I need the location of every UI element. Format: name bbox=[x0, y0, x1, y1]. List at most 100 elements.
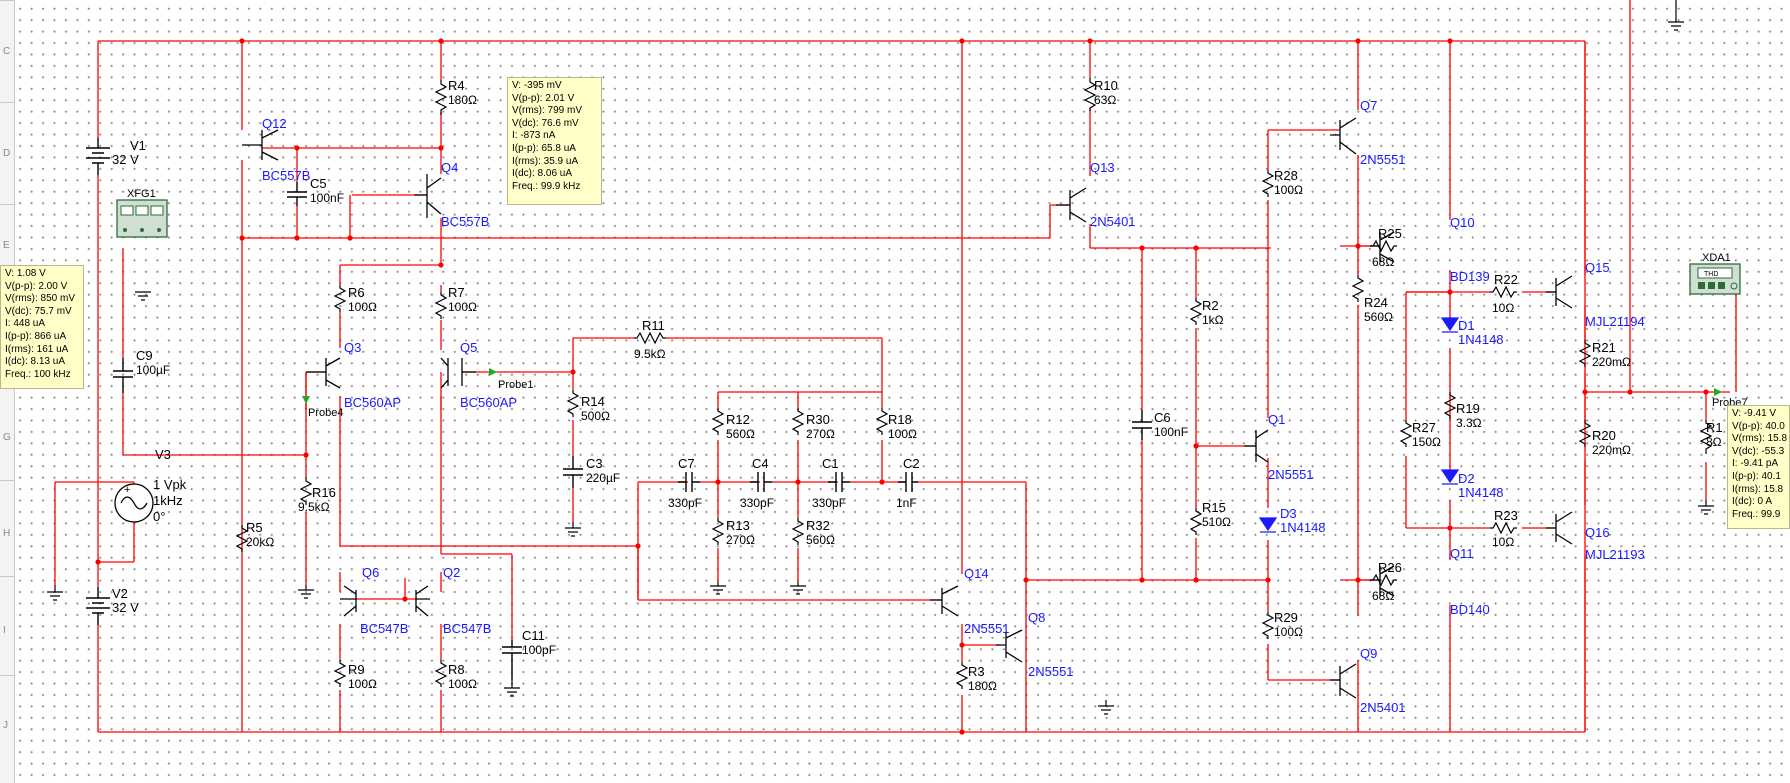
q13-name: Q13 bbox=[1090, 160, 1115, 175]
r9-name: R9 bbox=[348, 662, 365, 677]
xfg1-label: XFG1 bbox=[127, 188, 156, 200]
v2-name: V2 bbox=[112, 586, 128, 601]
r12-name: R12 bbox=[726, 412, 750, 427]
q10-name: Q10 bbox=[1450, 215, 1475, 230]
ruler-label: G bbox=[3, 432, 11, 443]
q3-model: BC560AP bbox=[344, 395, 401, 410]
probe-line: I: -873 nA bbox=[512, 130, 556, 142]
component-labels: V1 32 V V2 32 V 1 Vpk 1kHz 0° V3 XFG1 XD… bbox=[112, 78, 1747, 715]
probe-line: I(rms): 35.9 uA bbox=[512, 155, 579, 167]
v2-value: 32 V bbox=[112, 600, 139, 615]
r23-value: 10Ω bbox=[1492, 535, 1514, 549]
q7-name: Q7 bbox=[1360, 98, 1377, 113]
probe-line: I(p-p): 65.8 uA bbox=[512, 142, 576, 154]
r27-name: R27 bbox=[1412, 420, 1436, 435]
c3-name: C3 bbox=[586, 456, 603, 471]
ruler-label: D bbox=[3, 148, 11, 159]
probe-line: V(rms): 799 mV bbox=[512, 105, 583, 117]
r28-value: 100Ω bbox=[1274, 183, 1303, 197]
r8-name: R8 bbox=[448, 662, 465, 677]
probe-line: I(dc): 8.13 uA bbox=[5, 356, 66, 368]
c11-value: 100pF bbox=[522, 643, 556, 657]
r26-value: 68Ω bbox=[1372, 589, 1394, 603]
q14-model: 2N5551 bbox=[964, 621, 1010, 636]
q14-name: Q14 bbox=[964, 566, 989, 581]
probe-line: I(p-p): 40.1 bbox=[1732, 470, 1781, 482]
r19-value: 3.3Ω bbox=[1456, 416, 1482, 430]
capacitor-symbols[interactable] bbox=[113, 182, 1152, 680]
probe1-readout[interactable]: V: -395 mV V(p-p): 2.01 V V(rms): 799 mV… bbox=[507, 77, 602, 205]
probe-line: V(dc): -55.3 bbox=[1732, 445, 1785, 457]
probe-line: V(p-p): 40.0 bbox=[1732, 420, 1785, 432]
r32-name: R32 bbox=[806, 518, 830, 533]
ruler-label: C bbox=[3, 46, 11, 57]
probe-markers bbox=[302, 368, 1722, 404]
left-ruler: C D E F G H I J bbox=[0, 0, 15, 783]
r7-name: R7 bbox=[448, 285, 465, 300]
r24-name: R24 bbox=[1364, 295, 1388, 310]
r25-value: 68Ω bbox=[1372, 255, 1394, 269]
transistor-symbols[interactable] bbox=[242, 117, 1573, 699]
r18-name: R18 bbox=[888, 412, 912, 427]
r2-value: 1kΩ bbox=[1202, 313, 1224, 327]
r11-value: 9.5kΩ bbox=[634, 347, 666, 361]
q13-model: 2N5401 bbox=[1090, 214, 1136, 229]
c7-name: C7 bbox=[678, 456, 695, 471]
resistor-symbols[interactable] bbox=[235, 78, 1713, 689]
ac-source[interactable]: + bbox=[114, 483, 154, 523]
c2-name: C2 bbox=[903, 456, 920, 471]
r2-name: R2 bbox=[1202, 298, 1219, 313]
r22-name: R22 bbox=[1494, 272, 1518, 287]
r20-value: 220mΩ bbox=[1592, 443, 1631, 457]
probe-line: I(rms): 15.8 bbox=[1732, 483, 1784, 495]
r30-name: R30 bbox=[806, 412, 830, 427]
r3-name: R3 bbox=[968, 664, 985, 679]
ruler-label: I bbox=[3, 625, 6, 636]
r5-value: 20kΩ bbox=[246, 535, 274, 549]
probe-line: V(rms): 850 mV bbox=[5, 293, 76, 305]
c6-value: 100nF bbox=[1154, 425, 1188, 439]
r24-value: 560Ω bbox=[1364, 310, 1393, 324]
q16-name: Q16 bbox=[1585, 525, 1610, 540]
r6-value: 100Ω bbox=[348, 300, 377, 314]
probe4-readout[interactable]: V: 1.08 V V(p-p): 2.00 V V(rms): 850 mV … bbox=[0, 265, 84, 389]
r16-value: 9.5kΩ bbox=[298, 500, 330, 514]
q8-name: Q8 bbox=[1028, 610, 1045, 625]
battery-symbols bbox=[86, 138, 110, 625]
c9-value: 100µF bbox=[136, 363, 170, 377]
wires[interactable] bbox=[54, 0, 1737, 733]
r26-name: R26 bbox=[1378, 560, 1402, 575]
r27-value: 150Ω bbox=[1412, 435, 1441, 449]
c3-value: 220µF bbox=[586, 471, 620, 485]
d3-model: 1N4148 bbox=[1280, 520, 1326, 535]
q15-name: Q15 bbox=[1585, 260, 1610, 275]
probe4-label: Probe4 bbox=[308, 407, 343, 419]
r12-value: 560Ω bbox=[726, 427, 755, 441]
probe-line: V(dc): 75.7 mV bbox=[5, 305, 72, 317]
v3-net-label: V3 bbox=[155, 447, 171, 462]
function-generator-xfg1[interactable] bbox=[116, 199, 168, 238]
q4-model: BC557B bbox=[441, 214, 489, 229]
ruler-label: E bbox=[3, 240, 10, 251]
q15-model: MJL21194 bbox=[1585, 314, 1645, 329]
r9-value: 100Ω bbox=[348, 677, 377, 691]
ground-symbols bbox=[47, 0, 1714, 715]
r8-value: 100Ω bbox=[448, 677, 477, 691]
q9-model: 2N5401 bbox=[1360, 700, 1406, 715]
svg-text:+: + bbox=[124, 484, 130, 496]
r14-value: 500Ω bbox=[581, 409, 610, 423]
r3-value: 180Ω bbox=[968, 679, 997, 693]
probe-line: V: 1.08 V bbox=[5, 268, 46, 279]
diode-symbols bbox=[1258, 317, 1460, 533]
probe-line: V(dc): 76.6 mV bbox=[512, 117, 579, 129]
distortion-analyzer-xda1[interactable] bbox=[1689, 263, 1741, 295]
q9-name: Q9 bbox=[1360, 646, 1377, 661]
q2-name: Q2 bbox=[443, 565, 460, 580]
probe7-readout[interactable]: V: -9.41 V V(p-p): 40.0 V(rms): 15.8 V(d… bbox=[1727, 405, 1790, 529]
r4-value: 180Ω bbox=[448, 93, 477, 107]
q16-model: MJL21193 bbox=[1585, 547, 1645, 562]
c5-value: 100nF bbox=[310, 191, 344, 205]
q4-name: Q4 bbox=[441, 160, 458, 175]
